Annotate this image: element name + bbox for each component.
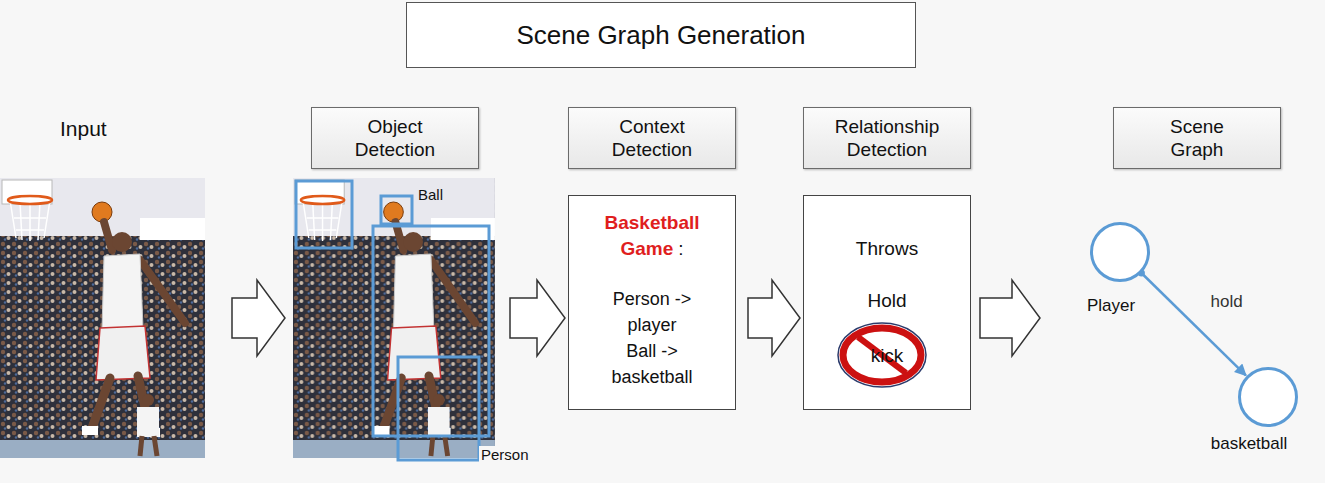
node-text: Ball -> basketball bbox=[611, 341, 692, 387]
title-box: Scene Graph Generation bbox=[406, 2, 916, 68]
text-group: Context Detection bbox=[602, 115, 702, 161]
bounding-boxes bbox=[296, 181, 489, 460]
node-text: Scene Graph Generation bbox=[516, 20, 805, 50]
node-text: Scene Graph bbox=[1170, 116, 1224, 160]
detection-photo bbox=[293, 178, 495, 458]
stage-header: Object Detection bbox=[311, 107, 479, 169]
node-circle bbox=[1090, 222, 1150, 282]
text-group: Hold bbox=[867, 288, 906, 314]
text-group: Scene Graph bbox=[1162, 115, 1232, 161]
node-text: Player bbox=[1087, 296, 1135, 315]
text-group: kick bbox=[871, 343, 904, 369]
node-text: Hold bbox=[867, 290, 906, 311]
node-text: Context Detection bbox=[612, 116, 692, 160]
node-text: Relationship Detection bbox=[835, 116, 940, 160]
stage-header: Scene Graph bbox=[1113, 107, 1281, 169]
input-photo bbox=[0, 178, 205, 458]
text-group: Basketball Game: bbox=[587, 210, 717, 262]
node-circle bbox=[1238, 367, 1298, 427]
node-text: Throws bbox=[856, 238, 918, 259]
panel-fill bbox=[803, 195, 971, 410]
stage-header: Relationship Detection bbox=[803, 107, 971, 169]
node-text: Object Detection bbox=[355, 116, 435, 160]
text-group: Player bbox=[1061, 296, 1161, 316]
relationship-box: ThrowsHold kick bbox=[803, 195, 971, 410]
object-label: Ball bbox=[418, 186, 443, 203]
node-text: : bbox=[678, 238, 683, 259]
node-text: kick bbox=[871, 345, 904, 366]
context-box: Basketball Game: Person -> playerBall -> … bbox=[568, 195, 736, 410]
text-group: basketball bbox=[1199, 434, 1299, 454]
block-arrow bbox=[748, 280, 800, 356]
relation-edge bbox=[1141, 273, 1245, 375]
panel-fill bbox=[568, 195, 736, 410]
text-group: Ball -> basketball bbox=[597, 338, 707, 390]
text-group: Scene Graph Generation bbox=[516, 20, 805, 50]
node-text: Basketball Game bbox=[604, 212, 699, 259]
text-group: Relationship Detection bbox=[827, 115, 947, 161]
node-text: Person -> player bbox=[613, 289, 692, 335]
graph-node: Player bbox=[1090, 222, 1150, 282]
edge-label: hold bbox=[1209, 292, 1245, 312]
stage-header: Context Detection bbox=[568, 107, 736, 169]
text-group: Throws bbox=[856, 236, 918, 262]
text-group: Person -> player bbox=[597, 286, 707, 338]
graph-node: basketball bbox=[1238, 367, 1298, 427]
node-text: basketball bbox=[1211, 434, 1288, 453]
input-label: Input bbox=[60, 117, 107, 141]
prohibition-sign bbox=[838, 323, 926, 387]
text-group: Object Detection bbox=[335, 115, 455, 161]
object-label: Person bbox=[479, 446, 531, 463]
